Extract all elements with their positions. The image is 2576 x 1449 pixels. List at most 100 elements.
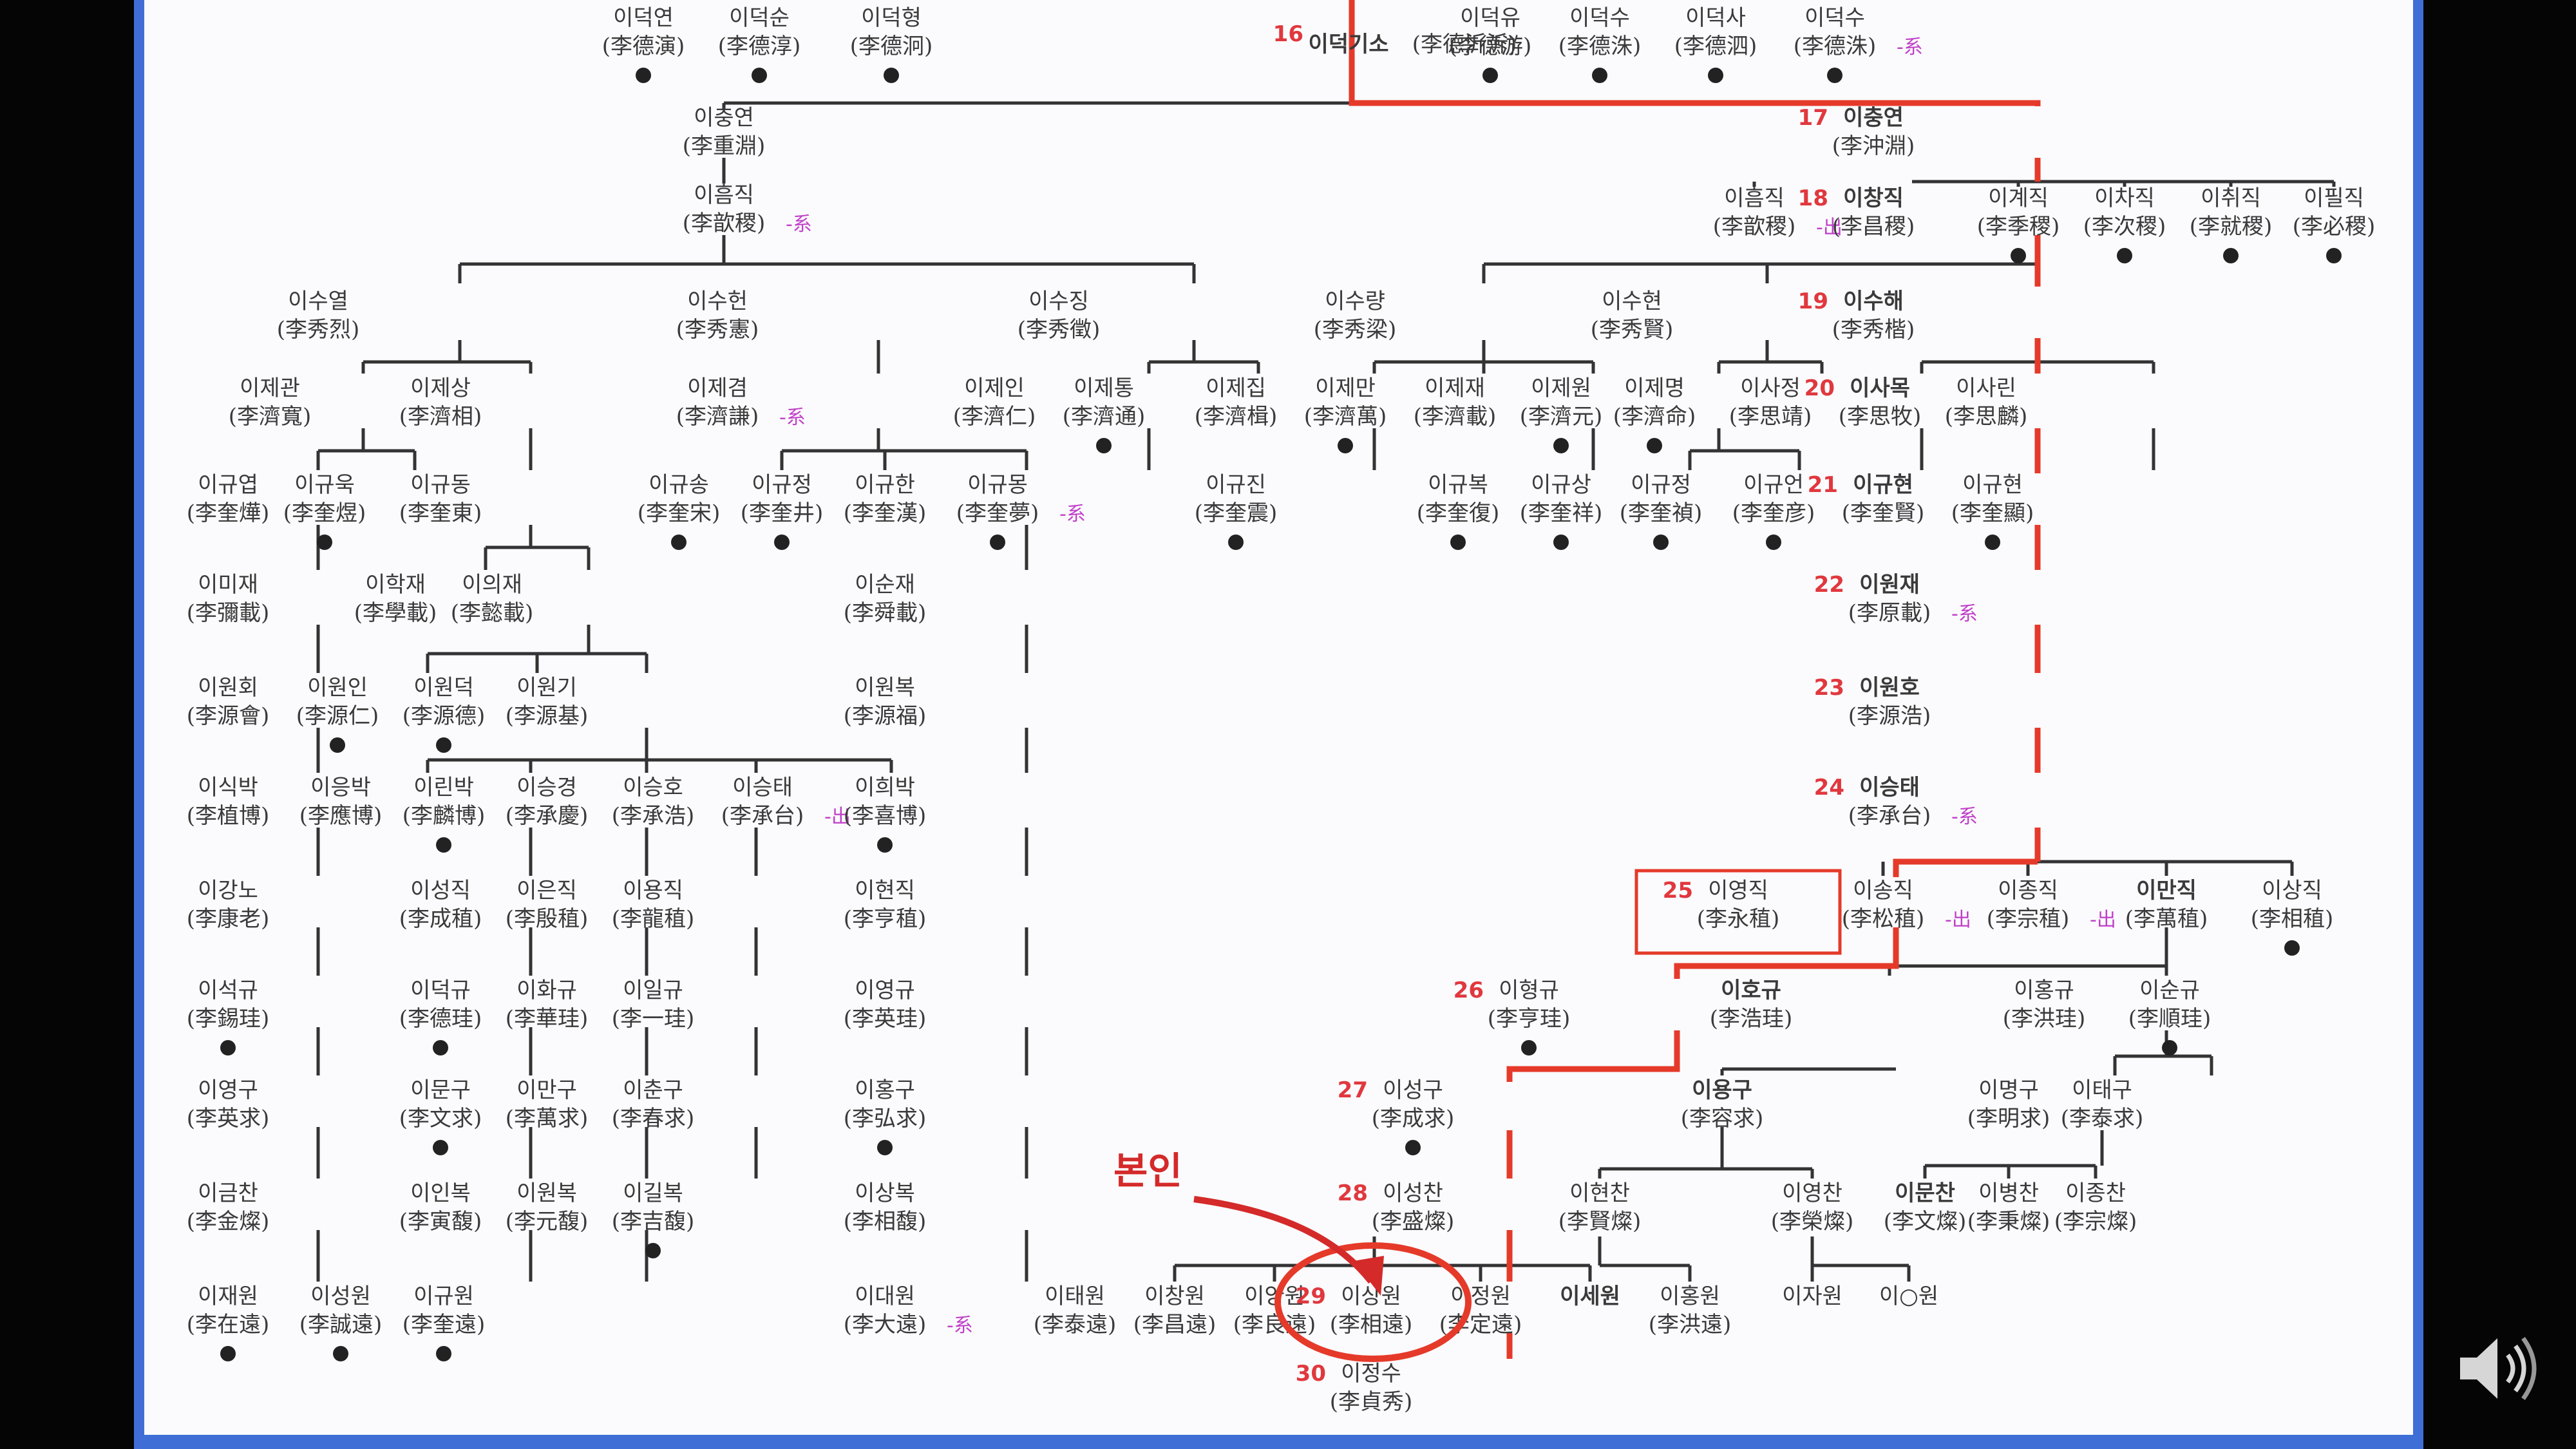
tree-node: 이태원(李泰遠) [1034, 1283, 1117, 1338]
person-hanja: (李奎東) [399, 500, 482, 526]
person-name: 이제명 [1624, 375, 1685, 401]
tree-node: 이덕수(李德洙)-系 [1794, 5, 1923, 59]
tree-node: 이미재(李彌載) [187, 572, 270, 626]
person-hanja: (李亨稙) [844, 906, 927, 932]
generation-number: 19 [1798, 289, 1828, 314]
tree-node: 이규욱(李奎煜) [283, 472, 366, 526]
lineage-connector [1506, 1030, 1680, 1082]
tree-node: 이차직(李次稷) [2083, 185, 2166, 240]
person-name: 이승태 [732, 775, 793, 800]
person-hanja: (李歆稷) [683, 211, 766, 236]
no-descendant-mark [752, 68, 767, 83]
person-name: 이수열 [288, 289, 348, 314]
person-hanja: (李源德) [402, 703, 486, 729]
no-descendant-mark [1553, 535, 1569, 550]
person-name: 이흠직 [1724, 185, 1785, 211]
tree-node: 이○원 [1879, 1283, 1938, 1309]
person-name: 이규현 [1853, 472, 1913, 498]
person-hanja: (李永稙) [1697, 906, 1780, 932]
tree-lines [316, 101, 2336, 1282]
person-name: 이제인 [964, 375, 1025, 401]
person-hanja: (李麟博) [402, 803, 486, 829]
person-name: 이원덕 [413, 675, 474, 701]
person-hanja: (李英求) [187, 1106, 270, 1132]
no-descendant-mark [220, 1346, 236, 1361]
lineage-node-gen-undefined: 이용구(李容求) [1681, 1077, 1764, 1132]
tree-node: 이제원(李濟元) [1520, 375, 1603, 430]
person-name: 이성찬 [1383, 1180, 1443, 1206]
person-name: 이종찬 [2065, 1180, 2126, 1206]
person-name: 이태구 [2072, 1077, 2132, 1103]
tree-node: 이규몽(李奎夢)-系 [956, 472, 1086, 526]
person-name: 이덕기소 [1308, 32, 1388, 57]
person-name: 이원기 [516, 675, 577, 701]
person-hanja: (李昌稷) [1832, 214, 1915, 240]
speaker-icon[interactable] [2454, 1327, 2537, 1410]
person-name: 이병찬 [1978, 1180, 2039, 1206]
tree-node: 이린박(李麟博) [402, 775, 486, 829]
person-name: 이수징 [1028, 289, 1089, 314]
generation-number: 16 [1273, 21, 1303, 47]
person-name: 이덕사 [1685, 5, 1746, 31]
no-descendant-mark [877, 837, 893, 853]
person-name: 이승경 [516, 775, 577, 800]
tree-node: 이용직(李龍稙) [612, 878, 695, 932]
person-hanja: (李殷稙) [506, 906, 589, 932]
no-descendant-mark [877, 1140, 893, 1155]
lineage-tag: -系 [1951, 603, 1978, 625]
person-name: 이용직 [623, 878, 683, 904]
person-name: 이문구 [410, 1077, 471, 1103]
person-hanja: (李季稷) [1977, 214, 2060, 240]
no-descendant-mark [2223, 248, 2239, 263]
tree-node: 이제겸(李濟謙)-系 [676, 375, 806, 430]
person-hanja: (李濟萬) [1304, 404, 1387, 430]
tree-node: 이일규(李一珪) [612, 978, 695, 1032]
person-name: 이원회 [198, 675, 258, 701]
person-hanja: (李歆稷) [1713, 214, 1796, 240]
no-descendant-mark [774, 535, 790, 550]
tree-node: 이제통(李濟通) [1063, 375, 1146, 430]
person-hanja: (李喜博) [844, 803, 927, 829]
tree-node: 이희박(李喜博) [844, 775, 927, 829]
lineage-tag: -系 [786, 213, 812, 236]
person-name: 이석규 [198, 978, 258, 1003]
person-name: 이대원 [855, 1283, 915, 1309]
no-descendant-mark [1228, 535, 1244, 550]
tree-node: 이필직(李必稷) [2293, 185, 2376, 240]
person-hanja: (李龍稙) [612, 906, 695, 932]
person-hanja: (李濟命) [1613, 404, 1696, 430]
person-hanja: (李相馥) [844, 1209, 927, 1235]
person-hanja: (李華珪) [506, 1006, 589, 1032]
person-hanja: (李奎祥) [1520, 500, 1603, 526]
tree-node: 이제집(李濟楫) [1195, 375, 1278, 430]
tree-node: 이화규(李華珪) [506, 978, 589, 1032]
person-hanja: (李濟載) [1414, 404, 1497, 430]
person-hanja: (李榮燦) [1771, 1209, 1854, 1235]
no-descendant-mark [1338, 438, 1353, 453]
person-name: 이수현 [1602, 289, 1662, 314]
person-hanja: (李昌遠) [1133, 1312, 1217, 1338]
tree-node: 이인복(李寅馥) [399, 1180, 482, 1235]
person-hanja: (李思靖) [1729, 404, 1812, 430]
person-hanja: (李德游) [1449, 33, 1532, 59]
no-descendant-mark [1482, 68, 1498, 83]
person-hanja: (李相稙) [2251, 906, 2334, 932]
generation-number: 17 [1798, 105, 1828, 131]
person-name: 이인복 [410, 1180, 471, 1206]
tree-node: 이덕수(李德洙) [1558, 5, 1642, 59]
tree-node: 이강노(李康老) [187, 878, 270, 932]
tree-node: 이원덕(李源德) [402, 675, 486, 729]
no-descendant-mark [220, 1040, 236, 1056]
lineage-tag: -出 [824, 806, 851, 828]
tree-node: 이규원(李奎遠) [402, 1283, 486, 1338]
tree-node: 이현직(李亨稙) [844, 878, 927, 932]
person-name: 이문찬 [1895, 1180, 1955, 1206]
generation-number: 26 [1454, 978, 1484, 1003]
tree-node: 이사정(李思靖) [1729, 375, 1812, 430]
tree-node: 이수량(李秀梁) [1314, 289, 1397, 343]
no-descendant-mark [645, 1243, 661, 1258]
